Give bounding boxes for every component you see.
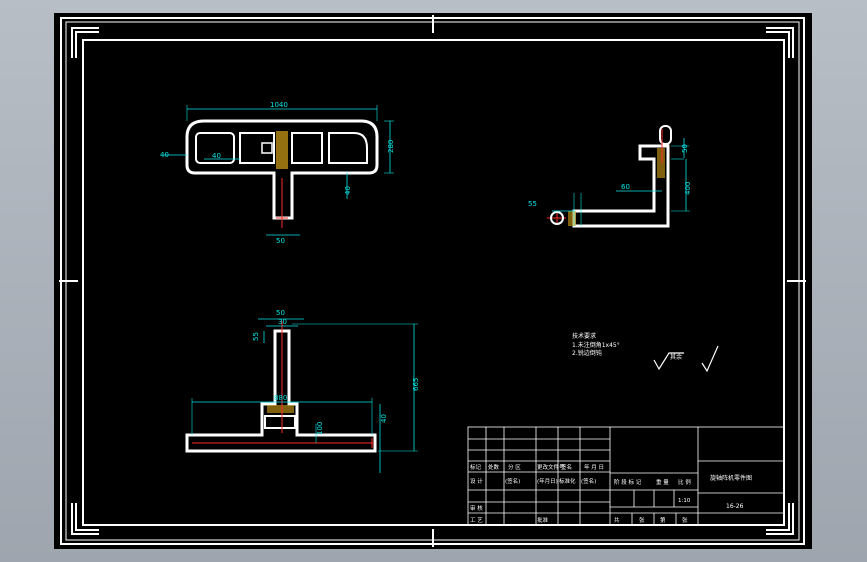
- technical-notes: 技术要求 1.未注倒角1x45° 2.锐边倒钝: [572, 332, 620, 357]
- tb-r2c1: 设 计: [470, 477, 483, 485]
- drawing-title: 旋轴阵机零件图: [710, 474, 752, 482]
- tb-r1c4: 更改文件号: [537, 463, 565, 471]
- tb-sheet-current: 第: [660, 516, 666, 524]
- dim-height: 280: [387, 140, 395, 153]
- dim-stem-width: 50: [276, 237, 285, 245]
- inner-frame: [82, 39, 785, 526]
- outer-border: [60, 17, 805, 545]
- drawing-sheet: 1040 280 40 40 40 50: [54, 13, 812, 549]
- title-block: [467, 426, 785, 526]
- bottom-view: 50 30 55 665 880 40 100: [185, 309, 420, 473]
- tb-r1c3: 分 区: [508, 463, 521, 471]
- dim-bottom-height: 665: [412, 378, 420, 391]
- notes-line-2: 2.锐边倒钝: [572, 349, 602, 357]
- dim-side-end: 55: [528, 200, 537, 208]
- tb-stage-label: 阶 段 标 记: [614, 478, 642, 486]
- tb-r2c4: 标准化: [559, 477, 576, 485]
- dim-bottom-top2: 30: [278, 318, 287, 326]
- side-view: 50 400 60 55: [528, 125, 692, 228]
- tb-weight-label: 重 量: [656, 478, 669, 486]
- surface-symbols: 其余: [653, 345, 719, 373]
- tb-r1c1: 标记: [470, 463, 482, 471]
- outer-border-inner: [65, 21, 800, 541]
- tb-r1c5: 签名: [561, 463, 572, 471]
- drawing-code: 16-26: [726, 503, 744, 510]
- dim-inner: 40: [212, 152, 221, 160]
- notes-heading: 技术要求: [572, 332, 596, 340]
- tb-scale-value: 1:10: [678, 498, 691, 504]
- front-view: 1040 280 40 40 40 50: [160, 101, 395, 245]
- dim-bottom-step: 100: [316, 422, 324, 435]
- dim-side-arm: 60: [621, 183, 630, 191]
- dim-overall-width: 1040: [270, 101, 288, 109]
- corner-marks: [59, 15, 806, 547]
- dim-side-top: 50: [681, 144, 689, 153]
- surface-symbol-label: 其余: [670, 353, 682, 361]
- tb-sheet-unit2: 张: [682, 516, 688, 524]
- tb-r2c2: (签名): [505, 477, 520, 485]
- tb-r3c1: 审 核: [470, 504, 483, 512]
- drawing-canvas: 1040 280 40 40 40 50: [59, 15, 806, 547]
- tb-r4c4: 批准: [537, 516, 549, 524]
- tb-sheet-total: 共: [614, 516, 620, 524]
- tb-sheet-unit1: 张: [639, 516, 645, 524]
- dim-bottom-base: 40: [380, 414, 388, 423]
- dim-bottom-top1: 50: [276, 309, 285, 317]
- tb-r2c5: (签名): [581, 477, 596, 485]
- tb-scale-label: 比 例: [678, 478, 691, 486]
- tb-r4c1: 工 艺: [470, 517, 483, 524]
- dim-bottom-width: 880: [274, 394, 287, 402]
- tb-r1c2: 处数: [488, 463, 500, 471]
- dim-bottom-left: 55: [252, 332, 260, 341]
- dim-left-offset: 40: [160, 151, 169, 159]
- notes-line-1: 1.未注倒角1x45°: [572, 341, 620, 349]
- tb-r2c3: (年月日): [537, 477, 558, 485]
- dim-side-height: 400: [684, 182, 692, 195]
- tb-r1c6: 年 月 日: [584, 463, 604, 471]
- title-block-text: 标记 处数 分 区 更改文件号 签名 年 月 日 设 计 (签名) (年月日) …: [470, 463, 752, 524]
- dim-rib: 40: [344, 186, 352, 195]
